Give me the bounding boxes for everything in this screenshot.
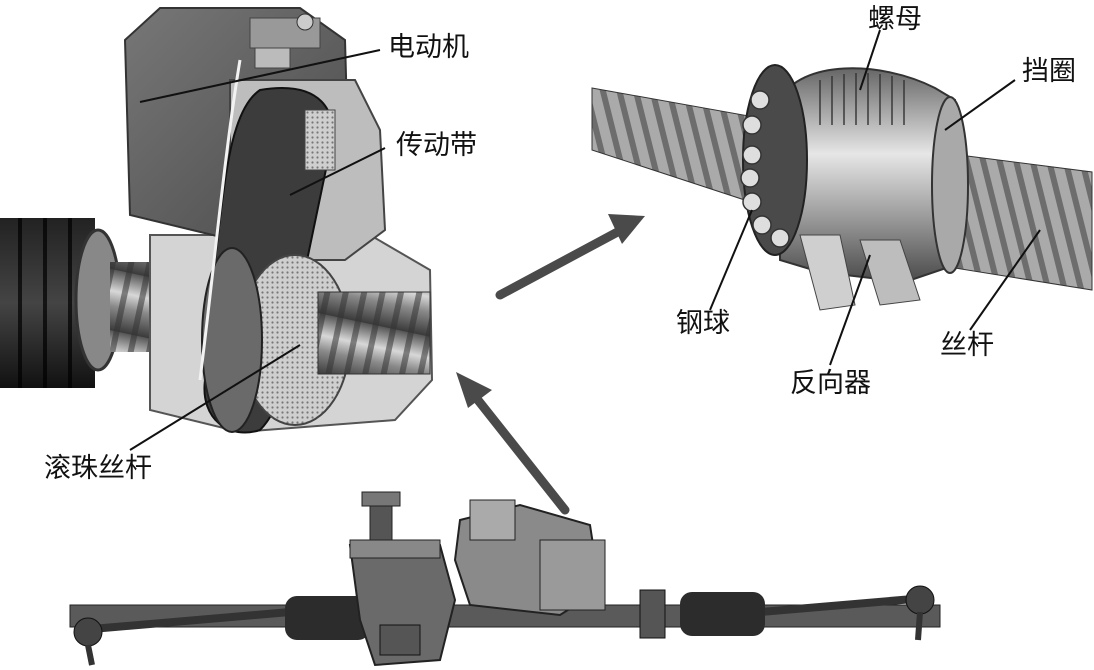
right-tie-rod — [759, 594, 926, 616]
leader-ball-screw — [129, 344, 301, 451]
small-pulley — [304, 109, 336, 171]
left-tie-rod — [79, 608, 291, 634]
arrow-to-cutaway — [465, 385, 570, 515]
rack-bracket — [639, 589, 666, 639]
boot-rings — [18, 218, 72, 388]
label-steel-ball: 钢球 — [676, 308, 730, 339]
nut-fins — [819, 73, 905, 125]
right-rack-boot — [680, 592, 765, 636]
rack-motor-cap — [469, 499, 516, 541]
ball-screw-shaft — [317, 291, 431, 375]
reverser-bracket — [799, 234, 856, 311]
label-screw-shaft: 丝杆 — [940, 330, 994, 361]
retainer-ring — [931, 96, 969, 274]
label-ball-screw: 滚珠丝杆 — [44, 453, 152, 484]
leader-belt — [289, 147, 386, 196]
leader-screw-shaft — [969, 229, 1041, 331]
left-tie-rod-end — [73, 617, 103, 647]
leader-lines — [129, 29, 1041, 451]
label-reverser: 反向器 — [790, 368, 871, 399]
motor-connector — [249, 13, 321, 69]
label-retainer: 挡圈 — [1022, 56, 1076, 87]
ball-nut-detail — [590, 60, 1093, 311]
arrow-to-detail — [495, 223, 630, 300]
pulley-flange — [201, 247, 263, 433]
leader-reverser — [829, 254, 871, 366]
cutaway-assembly — [0, 7, 434, 434]
zoom-arrows — [456, 214, 645, 515]
arrow-head-cutaway — [456, 372, 492, 408]
right-tie-rod-end — [905, 585, 935, 615]
leader-nut — [859, 29, 881, 91]
label-motor: 电动机 — [388, 32, 469, 63]
leader-steel-ball — [709, 209, 753, 311]
steering-rack — [69, 491, 941, 667]
label-belt: 传动带 — [396, 130, 477, 161]
reverser-bracket-right — [859, 239, 921, 306]
leader-retainer — [944, 79, 1016, 131]
left-rack-boot — [285, 596, 370, 640]
nut-body — [779, 67, 956, 284]
arrow-head-detail — [608, 214, 645, 244]
leader-motor — [139, 49, 381, 103]
label-nut: 螺母 — [868, 4, 922, 35]
retaining-wire — [198, 59, 242, 381]
